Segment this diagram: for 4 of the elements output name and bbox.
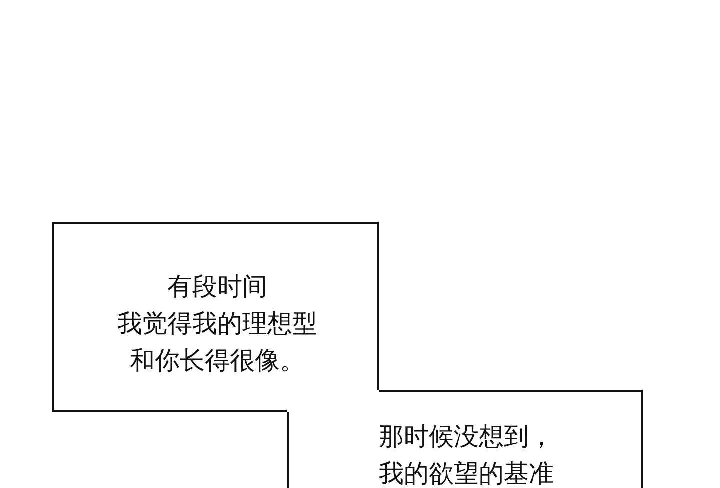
dialogue-text: 那时候没想到，我的欲望的基准	[379, 421, 555, 488]
speech-box	[52, 222, 379, 412]
speech-box	[287, 390, 643, 488]
dialogue-text: 有段时间我觉得我的理想型和你长得很像。	[116, 271, 318, 377]
